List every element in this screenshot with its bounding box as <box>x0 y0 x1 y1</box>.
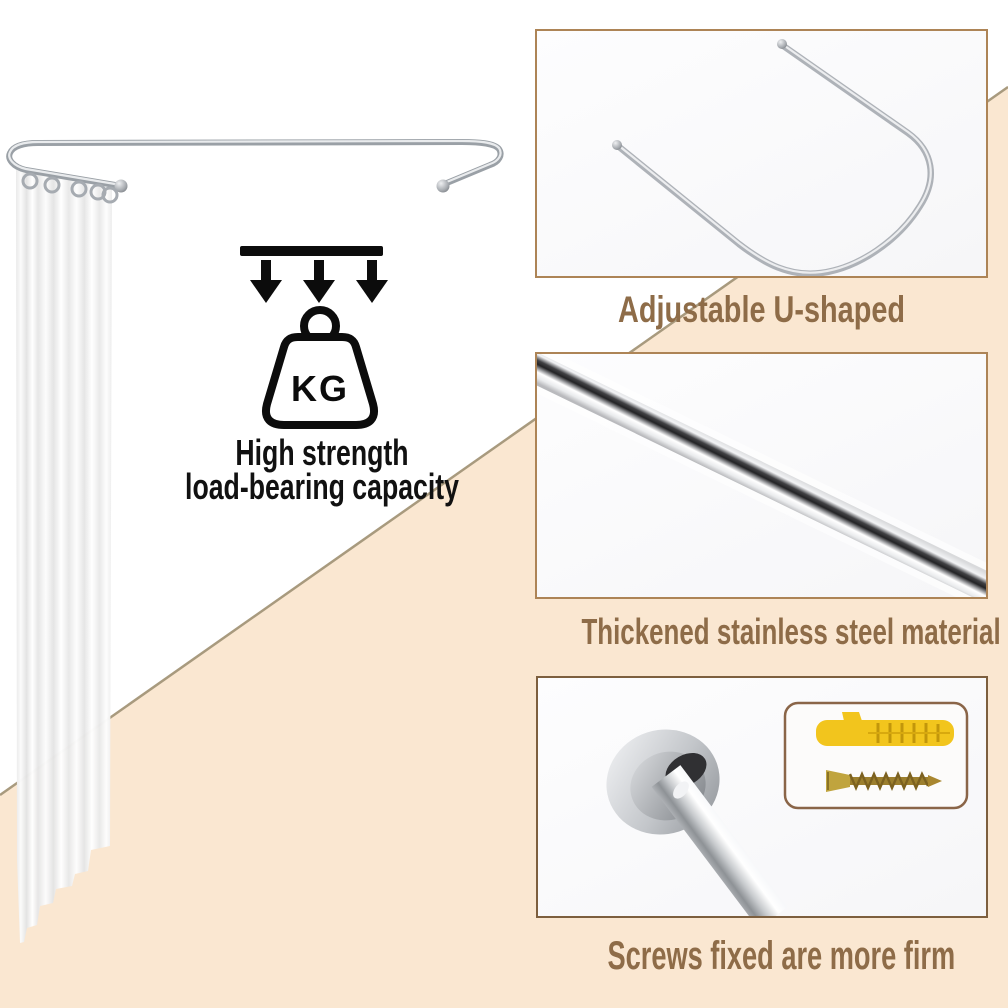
shower-curtain <box>16 170 112 943</box>
panel-caption-steel: Thickened stainless steel material <box>581 611 1001 652</box>
pressure-bar-icon <box>240 246 383 256</box>
mounted-rod <box>651 765 788 916</box>
load-capacity-caption-line1: High strength <box>235 432 409 473</box>
u-shaped-rod-photo <box>612 39 934 276</box>
steel-rod-closeup-photo <box>537 354 986 597</box>
panel-card-u-shaped <box>535 29 988 278</box>
load-capacity-caption: High strength load-bearing capacity <box>152 432 492 507</box>
main-product-image: KG <box>6 138 504 943</box>
load-capacity-caption-line2: load-bearing capacity <box>185 466 459 507</box>
rail-end-cap <box>436 179 450 193</box>
panel-card-steel <box>535 352 988 599</box>
curtain-hooks <box>21 172 119 204</box>
wall-anchor <box>816 712 954 746</box>
weight-kg-label: KG <box>291 368 349 409</box>
rail-end-cap <box>114 179 128 193</box>
load-weight-icon: KG <box>240 246 388 429</box>
flange-mount-photo <box>606 701 969 916</box>
panel-caption-screws: Screws fixed are more firm <box>607 934 956 978</box>
anchor-screw-inset <box>783 701 969 810</box>
down-arrows-icon <box>250 260 388 303</box>
panel-card-screws <box>536 676 988 918</box>
screw <box>826 770 942 792</box>
curtain-rail <box>6 138 504 193</box>
panel-caption-u-shaped: Adjustable U-shaped <box>617 289 906 330</box>
weight-kg-icon: KG <box>262 306 378 429</box>
